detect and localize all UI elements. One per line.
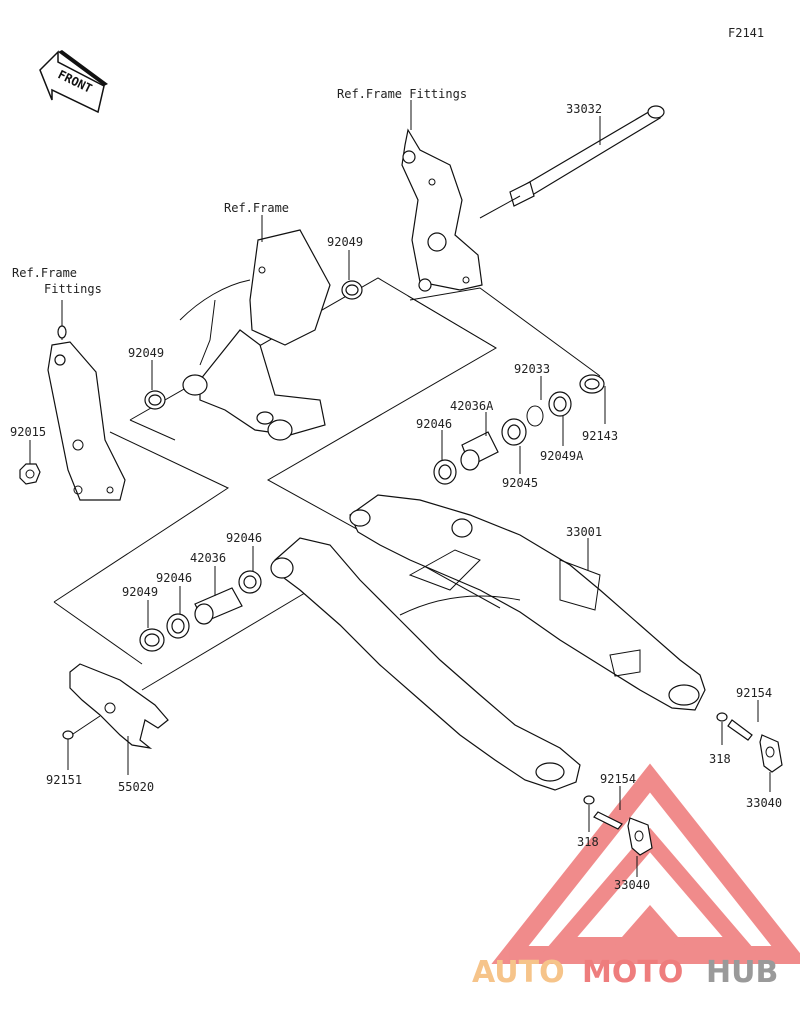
label-92046-a: 92046: [226, 531, 262, 545]
label-318-c: 318: [577, 835, 599, 849]
adjuster-right: [716, 700, 783, 792]
chain-guide: [69, 663, 169, 775]
watermark-hub: HUB: [706, 955, 778, 990]
bearing-cluster-right: [433, 374, 606, 485]
nut-92015: [19, 440, 41, 485]
adjuster-center: [583, 786, 653, 877]
label-92045: 92045: [502, 476, 538, 490]
label-92049-b: 92049: [122, 585, 158, 599]
washer-92049-left: [144, 360, 166, 410]
label-92151: 92151: [46, 773, 82, 787]
label-92049A: 92049A: [540, 449, 584, 463]
label-92049-top: 92049: [327, 235, 363, 249]
label-92154-c: 92154: [600, 772, 636, 786]
frame-fitting-plate-right: [401, 100, 483, 292]
ref-frame-left-2: Fittings: [44, 282, 102, 296]
pivot-shaft: [479, 105, 665, 219]
bearing-cluster-left: [139, 546, 262, 652]
label-92046-mid: 92046: [416, 417, 452, 431]
swingarm: [270, 494, 706, 791]
label-92033: 92033: [514, 362, 550, 376]
watermark-auto: AUTO: [472, 955, 565, 990]
watermark-logo: [491, 763, 800, 964]
label-33040-c: 33040: [614, 878, 650, 892]
front-arrow-icon: FRONT: [39, 50, 108, 114]
label-92154-r: 92154: [736, 686, 772, 700]
ref-frame-fittings-top: Ref.Frame Fittings: [337, 87, 467, 101]
label-92143: 92143: [582, 429, 618, 443]
label-92049-left: 92049: [128, 346, 164, 360]
diagram-code: F2141: [728, 26, 764, 40]
label-92015: 92015: [10, 425, 46, 439]
washer-92049-top: [341, 250, 363, 300]
label-318-r: 318: [709, 752, 731, 766]
frame-fitting-plate-left: [47, 300, 126, 501]
ref-frame: Ref.Frame: [224, 201, 289, 215]
label-92046-b: 92046: [156, 571, 192, 585]
label-55020: 55020: [118, 780, 154, 794]
frame-section: [179, 215, 331, 441]
screw-92151: [62, 715, 101, 770]
label-33032: 33032: [566, 102, 602, 116]
ref-frame-left-1: Ref.Frame: [12, 266, 77, 280]
label-33001: 33001: [566, 525, 602, 539]
label-42036A: 42036A: [450, 399, 494, 413]
label-42036: 42036: [190, 551, 226, 565]
label-33040-r: 33040: [746, 796, 782, 810]
watermark-moto: MOTO: [582, 955, 683, 990]
